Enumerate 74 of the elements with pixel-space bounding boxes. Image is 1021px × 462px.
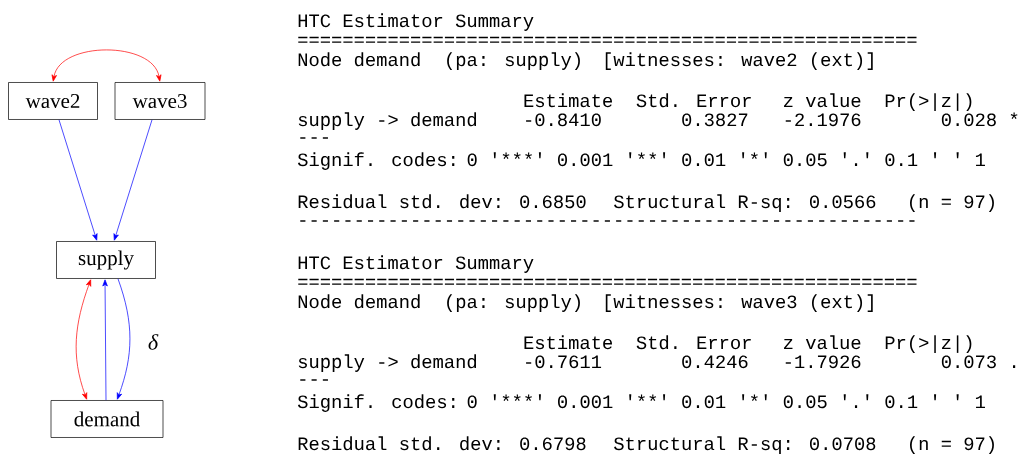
console-text: '**' <box>629 152 666 159</box>
console-text: -0.8410 <box>526 113 601 127</box>
console-text: [witnesses: wave2 (ext)] <box>605 52 873 70</box>
console-text: ------------------------------------------------------- <box>300 220 915 222</box>
console-text: 0.1 <box>885 395 918 409</box>
console-text: 0.05 <box>783 153 827 167</box>
console-text: --- <box>300 379 328 381</box>
console-text: 0.1 <box>885 153 918 167</box>
console-text: Std. Error <box>636 335 751 350</box>
console-text: supply -> demand <box>298 112 477 130</box>
console-text: 0.3827 <box>682 113 748 127</box>
arrow <box>102 279 108 401</box>
console-text: supply -> demand <box>298 354 477 372</box>
node-box: wave2 <box>8 82 98 120</box>
console-text: -0.7611 <box>526 355 602 369</box>
console-text: HTC Estimator Summary <box>298 255 534 273</box>
console-text: Pr(>|z|) <box>885 335 972 353</box>
console-text: Signif. codes: <box>297 152 455 170</box>
console-text: (n = 97) <box>910 194 994 212</box>
console-text: HTC Estimator Summary <box>298 13 534 31</box>
console-text: 1 <box>975 153 985 166</box>
arrow <box>113 119 153 241</box>
arrow <box>51 49 162 82</box>
edge-label: δ <box>146 333 160 351</box>
console-text: Signif. codes: <box>297 394 455 412</box>
console-text: [witnesses: wave3 (ext)] <box>605 294 873 312</box>
console-text: z value <box>784 93 861 108</box>
console-text: 0.01 <box>682 395 726 409</box>
console-text: ======================================================= <box>298 278 917 285</box>
console-text: 0.073 <box>941 355 996 369</box>
console-text: -1.7926 <box>785 355 861 369</box>
console-text: 1 <box>975 395 985 408</box>
arrow <box>58 119 98 241</box>
console-text: 0.028 <box>941 113 996 127</box>
console-text: 0.05 <box>783 395 827 409</box>
console-text: Node demand <box>298 294 420 309</box>
console-text: ' ' <box>934 394 959 401</box>
console-text: '***' <box>493 394 541 401</box>
console-text: 0.4246 <box>682 355 748 369</box>
console-text: 0.001 <box>558 153 613 167</box>
console-text: * <box>1010 112 1018 119</box>
console-text: 0.001 <box>558 395 613 409</box>
console-text: (pa: supply) <box>447 294 580 312</box>
console-text: 0 <box>467 153 477 167</box>
console-text: '.' <box>843 394 869 408</box>
node-box: demand <box>50 400 164 438</box>
console-text: Estimate <box>524 93 612 108</box>
console-text: ' ' <box>934 152 959 159</box>
arrow <box>75 279 92 400</box>
console-text: Structural R-sq: 0.0566 <box>614 194 876 212</box>
console-text: 0 <box>467 395 477 409</box>
console-text: 0.01 <box>682 153 726 167</box>
arrow <box>116 278 131 400</box>
console-text: z value <box>784 335 861 350</box>
node-box: wave3 <box>114 82 206 120</box>
node-box: supply <box>56 241 156 279</box>
console-text: '*' <box>742 152 767 159</box>
console-text: Residual std. dev: 0.6798 <box>298 436 586 451</box>
console-text: -2.1976 <box>785 113 861 127</box>
console-text: Std. Error <box>636 93 751 108</box>
console-text: '.' <box>843 152 869 166</box>
console-text: Pr(>|z|) <box>885 93 972 111</box>
console-text: ======================================================= <box>298 36 917 43</box>
console-text: (pa: supply) <box>447 52 580 70</box>
console-text: Node demand <box>298 52 420 67</box>
console-text: Residual std. dev: 0.6850 <box>298 194 586 209</box>
console-text: '*' <box>742 394 767 401</box>
console-text: . <box>1013 365 1016 368</box>
console-text: '***' <box>493 152 541 159</box>
console-text: --- <box>300 137 328 139</box>
console-text: '**' <box>629 394 666 401</box>
console-text: Estimate <box>524 335 612 350</box>
console-text: Structural R-sq: 0.0708 <box>614 436 876 454</box>
console-text: (n = 97) <box>910 436 994 454</box>
